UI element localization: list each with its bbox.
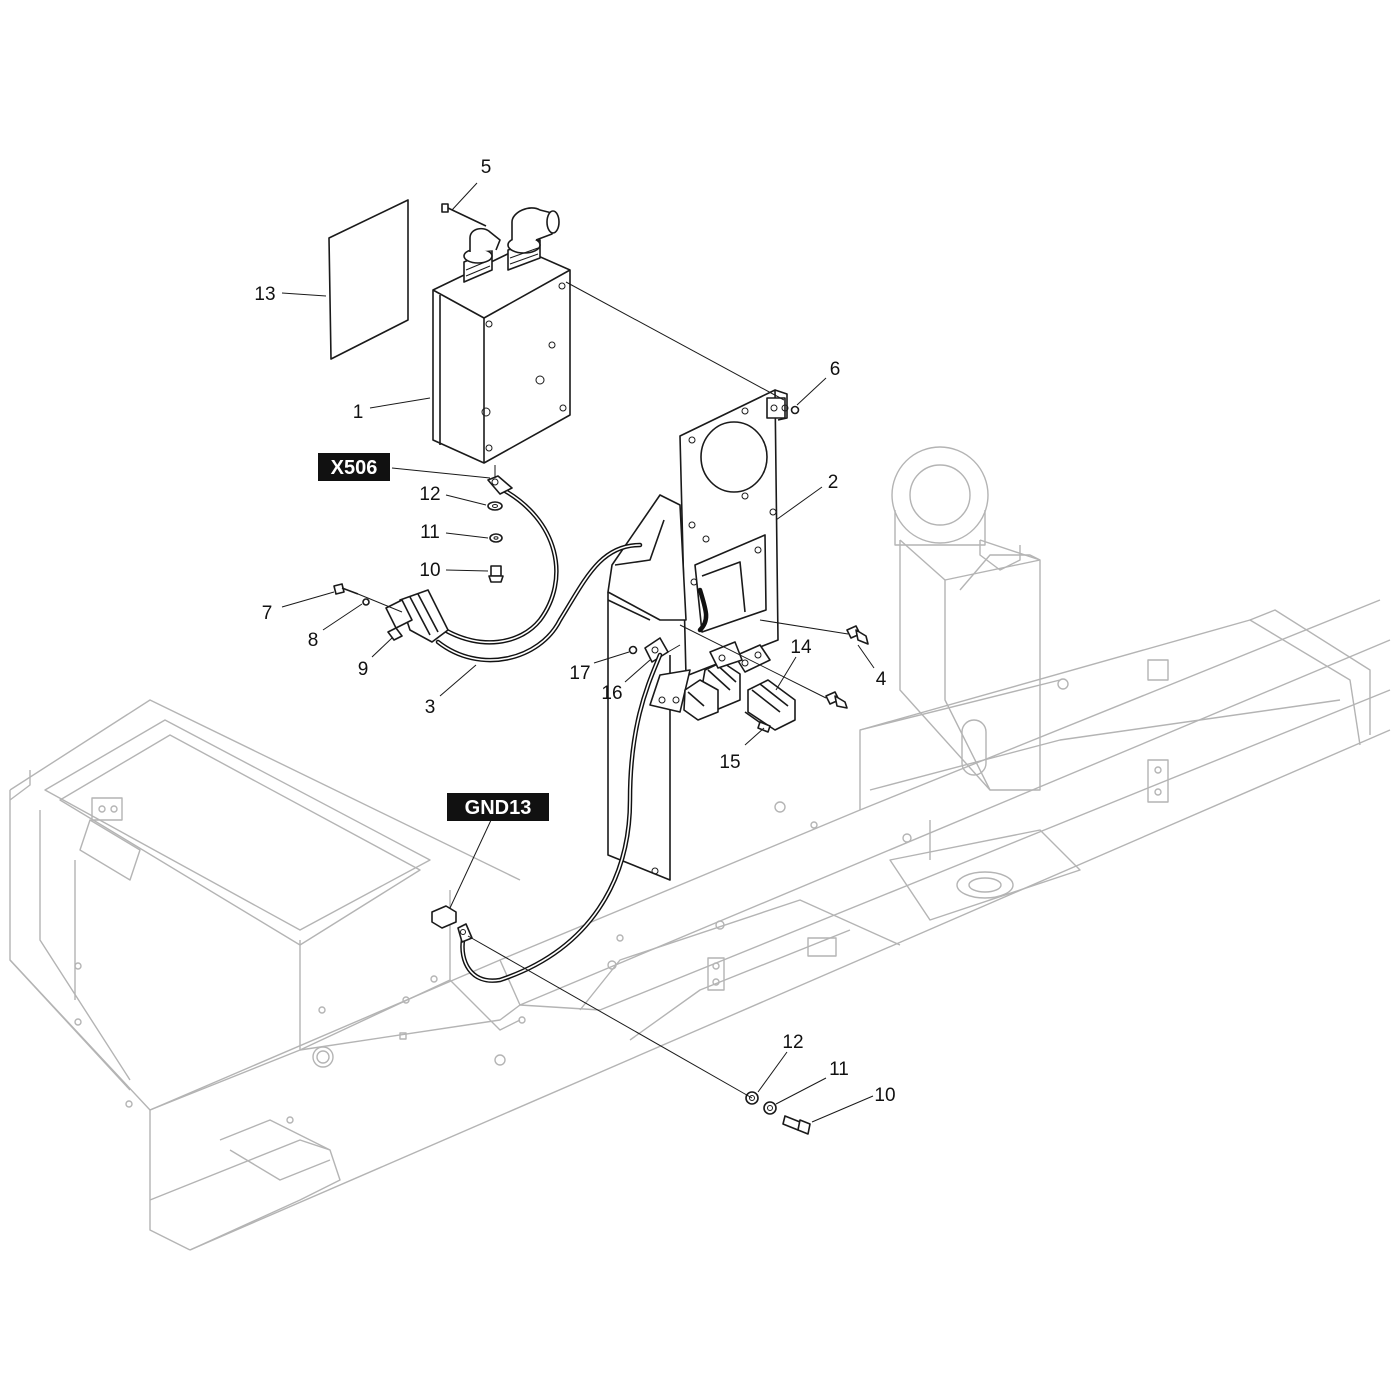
callout-7: 7	[262, 603, 273, 624]
callout-12-upper: 12	[419, 484, 440, 505]
clamp-set	[683, 641, 796, 731]
machine-frame	[9, 446, 1391, 1251]
callout-9: 9	[358, 659, 369, 680]
nut-9	[387, 627, 403, 641]
callout-15: 15	[719, 752, 740, 773]
washer-8	[362, 598, 370, 606]
washer-11-upper	[489, 533, 503, 543]
nut-17	[628, 645, 638, 655]
bolt-15	[744, 711, 771, 733]
callout-6: 6	[830, 359, 841, 380]
screw-7	[333, 583, 359, 595]
callout-10-lower: 10	[874, 1085, 895, 1106]
callout-12-lower: 12	[782, 1032, 803, 1053]
tag-x506-label: X506	[331, 457, 378, 479]
callout-leaders	[281, 182, 875, 1123]
callout-5: 5	[481, 157, 492, 178]
callout-14: 14	[790, 637, 812, 658]
callout-8: 8	[308, 630, 319, 651]
cable-harness	[385, 475, 709, 983]
bolt-4	[825, 625, 869, 709]
control-unit	[432, 207, 571, 464]
label-sheet	[328, 199, 409, 360]
callout-2: 2	[828, 472, 839, 493]
washer-12-upper	[487, 501, 503, 511]
callout-13: 13	[254, 284, 275, 305]
callout-10-upper: 10	[419, 560, 440, 581]
assembly-lines	[357, 281, 849, 1099]
nut-6	[790, 405, 800, 415]
ground-stud	[431, 905, 457, 929]
bolt-10-lower	[782, 1115, 811, 1135]
washer-11-lower	[763, 1101, 777, 1115]
callout-4: 4	[876, 669, 887, 690]
bolt-10-upper	[488, 565, 504, 583]
callout-numbers: 5 13 1 6 2 12 11 10 7 8 9 3 17 16 14 4 1…	[254, 157, 895, 1106]
callout-11-lower: 11	[829, 1059, 849, 1080]
callout-11-upper: 11	[420, 522, 440, 543]
callout-3: 3	[425, 697, 436, 718]
callout-1: 1	[353, 402, 364, 423]
screw-5	[441, 203, 487, 227]
tag-gnd13-label: GND13	[465, 797, 532, 819]
callout-17: 17	[569, 663, 590, 684]
tag-gnd13: GND13	[447, 793, 549, 821]
callout-16: 16	[601, 683, 622, 704]
mounting-bracket	[607, 389, 789, 881]
tag-x506: X506	[318, 453, 390, 481]
